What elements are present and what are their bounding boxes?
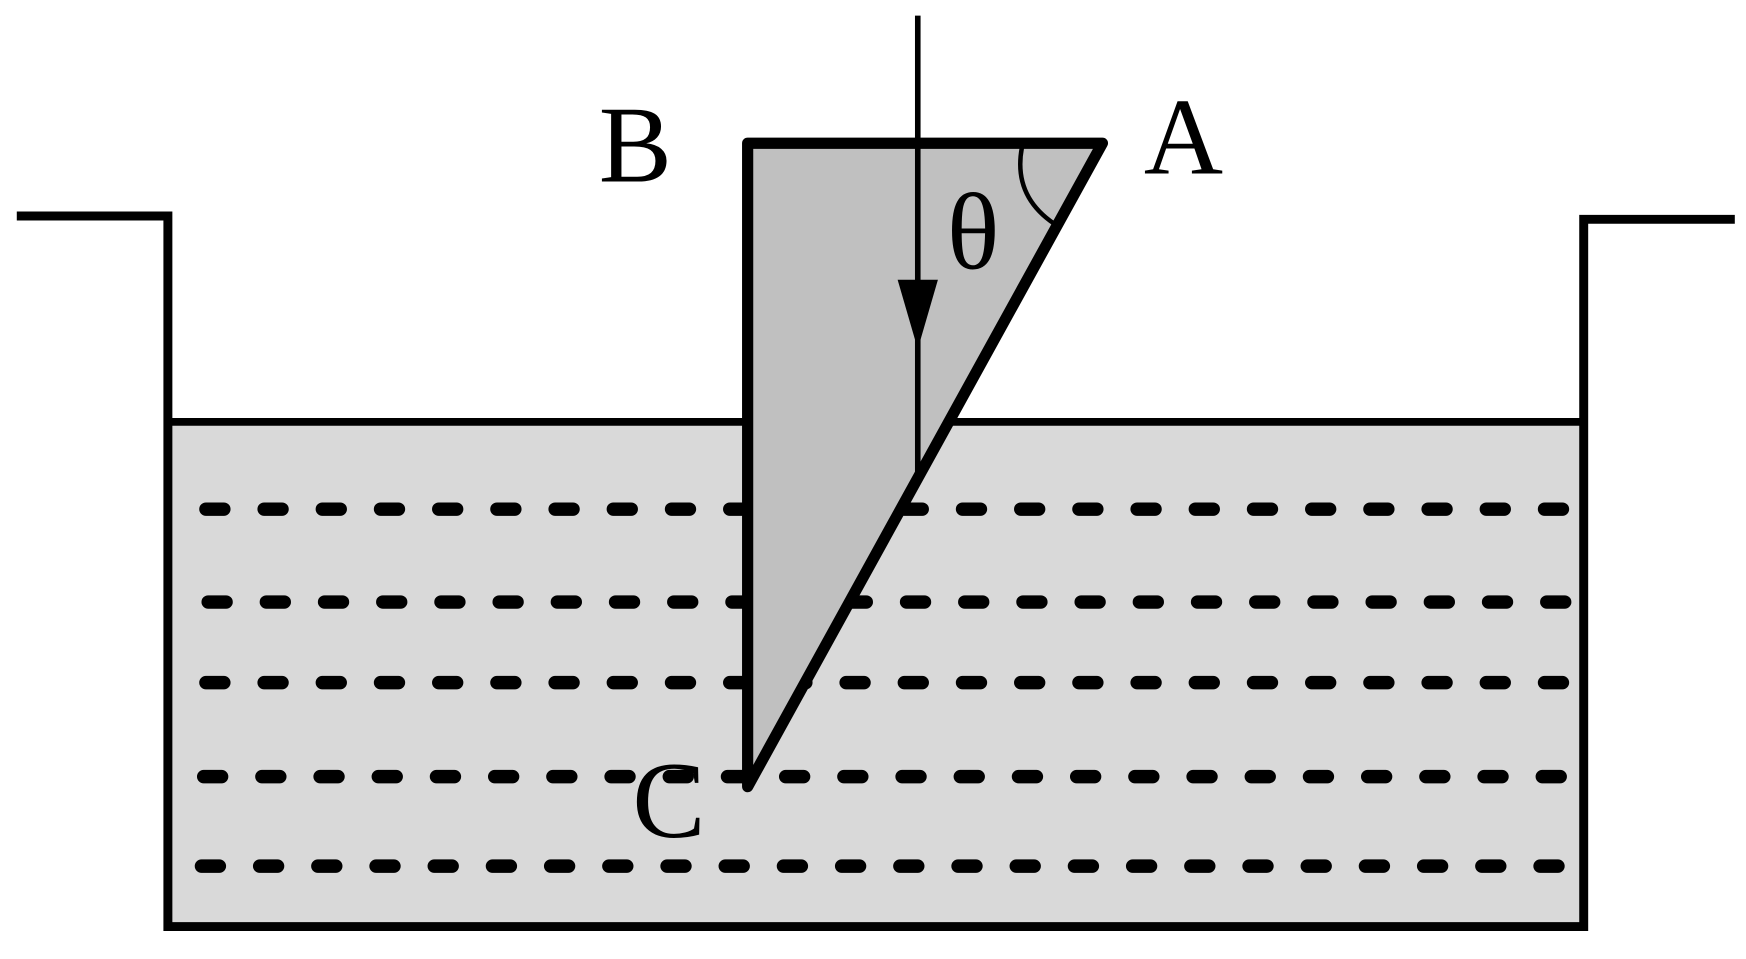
label-c: C xyxy=(632,739,705,861)
angle-arc xyxy=(1018,147,1056,226)
label-theta: θ xyxy=(947,171,1000,293)
label-a: A xyxy=(1144,75,1223,197)
label-b: B xyxy=(599,83,672,205)
liquid-dashes xyxy=(194,502,1580,873)
prism xyxy=(742,137,1109,793)
arrow-head-icon xyxy=(897,279,938,350)
container xyxy=(16,211,1735,932)
